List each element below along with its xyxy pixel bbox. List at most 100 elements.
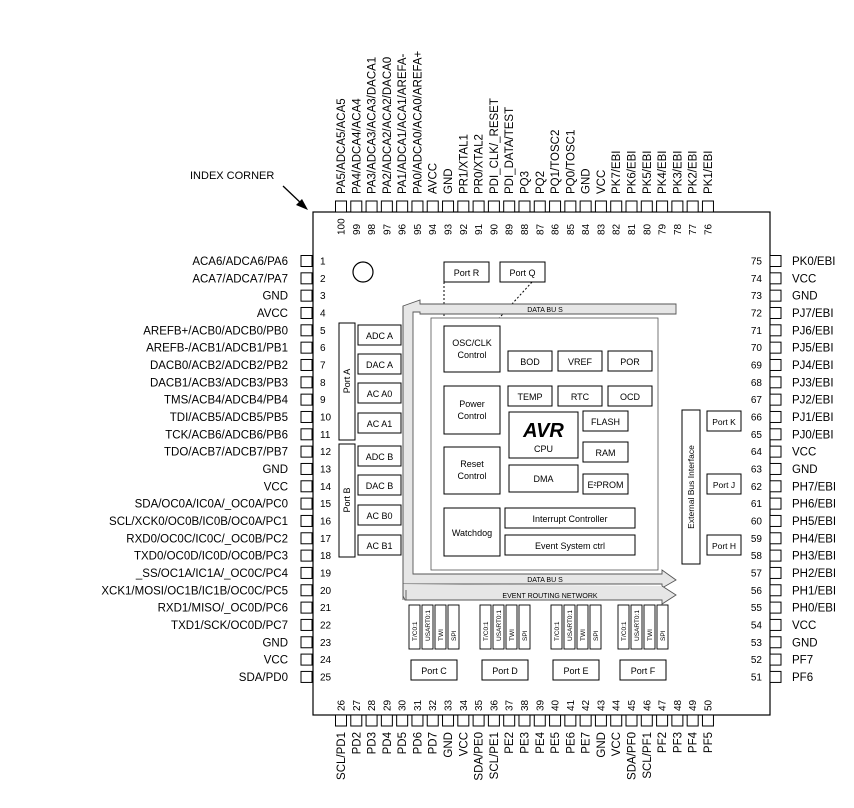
pin-name: GND	[792, 291, 818, 303]
port-c-peripheral-box	[434, 604, 447, 650]
pin-pad	[769, 653, 782, 666]
pin-pad	[472, 200, 485, 213]
pin-pad	[442, 714, 455, 727]
dma-label: DMA	[534, 474, 554, 484]
pin-name: PE7	[581, 732, 593, 754]
port-c-peripheral-box	[408, 604, 421, 650]
pin-name: TDI/ACB5/ADCB5/PB5	[170, 412, 288, 424]
pin-name: PH2/EBI	[792, 568, 836, 580]
pin-number: 82	[612, 223, 623, 235]
power-control-block	[443, 385, 501, 435]
bod-block	[507, 350, 553, 372]
pin-name: PH5/EBI	[792, 516, 836, 528]
event-system-label: Event System ctrl	[535, 541, 605, 551]
pin-pad	[457, 714, 470, 727]
pin-name: PA0/ADCA0/ACA0/AREFA+	[412, 50, 424, 194]
pin-pad	[769, 376, 782, 389]
pin-pad	[300, 618, 313, 631]
pin-number: 87	[535, 223, 546, 235]
ocd-block	[607, 385, 653, 407]
pin-name: PA2/ADCA2/ACA2/DACA0	[382, 57, 394, 194]
pin-name: GND	[581, 168, 593, 194]
pin-name: PH4/EBI	[792, 533, 836, 545]
pin-name: PQ2	[535, 171, 547, 194]
cpu-label: CPU	[534, 444, 553, 454]
pin-pad	[426, 714, 439, 727]
pin-number: 1	[320, 257, 326, 268]
pins-right: PK0/EBI75VCC74GND73PJ7/EBI72PJ6/EBI71PJ5…	[751, 255, 836, 684]
pin-pad	[300, 601, 313, 614]
pin-pad	[769, 549, 782, 562]
watchdog-label: Watchdog	[452, 528, 492, 538]
port-c-label: Port C	[421, 666, 447, 676]
pin-pad	[335, 714, 347, 727]
pin-name: GND	[262, 637, 288, 649]
pin-number: 47	[658, 699, 669, 711]
pin-pad	[769, 410, 782, 423]
pin-name: PQ3	[519, 171, 531, 194]
pin-pad	[769, 445, 782, 458]
pin-name: PDI_CLK/_RESET	[489, 98, 501, 194]
pin-number: 79	[658, 223, 669, 235]
event-system-block	[504, 534, 636, 556]
pin-name: AREFB+/ACB0/ADCB0/PB0	[143, 325, 288, 337]
pin-pad	[656, 714, 669, 727]
pin-name: VCC	[792, 447, 816, 459]
port-j-block	[706, 473, 742, 495]
pin-number: 54	[751, 620, 763, 631]
dac-b-block	[357, 474, 402, 496]
pin-number: 11	[320, 430, 331, 441]
pin-number: 76	[703, 223, 714, 235]
pin-name: PJ7/EBI	[792, 308, 834, 320]
pin-number: 94	[428, 223, 439, 235]
pin-name: RXD0/OC0C/IC0C/_OC0B/PC2	[126, 533, 288, 545]
pin-name: VCC	[264, 481, 288, 493]
pin-name: XCK1/MOSI/OC1B/IC1B/OC0C/PC5	[101, 585, 288, 597]
pin-pad	[610, 200, 623, 213]
pin-number: 69	[751, 360, 763, 371]
port-f-block	[619, 659, 667, 681]
power-label-2: Control	[457, 411, 486, 421]
pin-number: 35	[474, 699, 485, 711]
pin-number: 65	[751, 430, 763, 441]
pin-number: 91	[474, 223, 485, 235]
pin-name: PA4/ADCA4/ACA4	[351, 98, 363, 194]
pin-name: PD3	[367, 732, 379, 754]
pin-number: 50	[703, 699, 714, 711]
pin-number: 62	[751, 482, 763, 493]
pin-number: 8	[320, 378, 326, 389]
pin-pad	[426, 200, 439, 213]
port-d-peripheral-label: USART0:1	[496, 610, 503, 641]
pin-pad	[769, 584, 782, 597]
pin-name: PE6	[565, 732, 577, 754]
port-d-peripheral-label: TWI	[509, 629, 516, 641]
port-c-block	[410, 659, 458, 681]
pin-pad	[380, 714, 393, 727]
pin-name: PJ4/EBI	[792, 360, 834, 372]
pin-name: PJ3/EBI	[792, 377, 834, 389]
port-f-peripheral-box	[656, 604, 669, 650]
pin-number: 4	[320, 308, 326, 319]
pin-name: SCL/PD1	[336, 732, 348, 780]
port-c-peripheral-box	[421, 604, 434, 650]
pin-pad	[300, 272, 313, 285]
pin-name: GND	[262, 464, 288, 476]
pin-number: 3	[320, 291, 326, 302]
pin-name: TXD1/SCK/OC0D/PC7	[171, 620, 288, 632]
pin-number: 60	[751, 516, 763, 527]
pin-pad	[769, 341, 782, 354]
pin-number: 15	[320, 499, 332, 510]
pin-name: PH1/EBI	[792, 585, 836, 597]
ram-block	[582, 441, 629, 463]
pin-number: 63	[751, 464, 763, 475]
pin-pad	[442, 200, 455, 213]
pin-number: 23	[320, 638, 332, 649]
pin-pad	[640, 714, 653, 727]
pins-top: PA5/ADCA5/ACA5100PA4/ADCA4/ACA499PA3/ADC…	[335, 50, 715, 235]
avr-logo: AVR	[522, 420, 564, 442]
pin-number: 52	[751, 655, 763, 666]
pin-name: PA5/ADCA5/ACA5	[336, 98, 348, 194]
adc-b-label: ADC B	[366, 452, 394, 462]
pin-number: 59	[751, 534, 763, 545]
